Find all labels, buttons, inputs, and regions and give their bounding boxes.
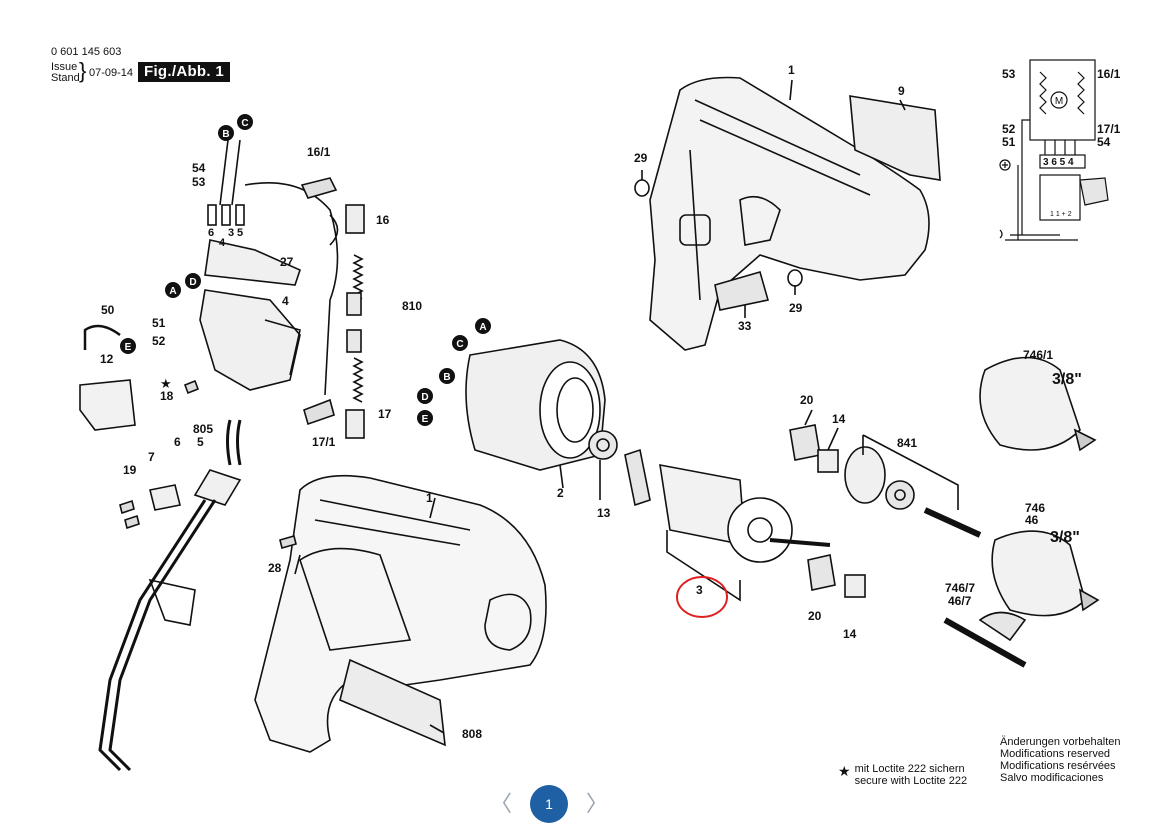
modifications-note: Änderungen vorbehalten Modifications res… — [1000, 736, 1120, 784]
label-part-52: 52 — [152, 334, 166, 348]
loctite-note-line1: mit Loctite 222 sichern — [854, 763, 965, 775]
label-part-13: 13 — [597, 506, 611, 520]
motor-symbol: M — [1055, 96, 1063, 107]
label-part-29-b: 29 — [789, 301, 803, 315]
label-part-14: 14 — [832, 412, 846, 426]
circle-letter-d-2: D — [421, 392, 428, 403]
loctite-note-line2: secure with Loctite 222 — [854, 775, 968, 787]
modifications-es: Salvo modificaciones — [1000, 772, 1104, 784]
issue-date: 07-09-14 — [89, 67, 134, 79]
wiring-terminals: 3 6 5 4 — [1043, 157, 1074, 168]
label-part-46-7: 46/7 — [948, 594, 972, 608]
label-part-20-b: 20 — [808, 609, 822, 623]
label-part-17: 17 — [378, 407, 392, 421]
label-part-746-1: 746/1 — [1023, 348, 1053, 362]
chuck-size-lower: 3/8" — [1050, 529, 1080, 546]
label-part-1-upper: 1 — [788, 63, 795, 77]
part-number: 0 601 145 603 — [51, 46, 122, 58]
chuck-size-upper: 3/8" — [1052, 371, 1082, 388]
switch-terminal-5: 5 — [237, 227, 243, 239]
switch-terminal-4: 4 — [219, 237, 226, 249]
label-part-1-lower: 1 — [426, 491, 433, 505]
label-part-29: 29 — [634, 151, 648, 165]
circle-letter-a: A — [169, 286, 176, 297]
label-part-53: 53 — [192, 175, 206, 189]
label-part-17-1: 17/1 — [312, 435, 336, 449]
circle-letter-a-2: A — [479, 322, 486, 333]
wiring-label-54: 54 — [1097, 135, 1111, 149]
page-1-button[interactable]: 1 — [530, 785, 569, 823]
loctite-star-icon: ★ — [160, 376, 172, 391]
wiring-label-17-1: 17/1 — [1097, 122, 1121, 136]
label-part-14-b: 14 — [843, 627, 857, 641]
highlight-circle — [676, 576, 728, 618]
wiring-label-53: 53 — [1002, 67, 1016, 81]
label-part-3: 3 — [696, 583, 703, 597]
label-part-16-1: 16/1 — [307, 145, 331, 159]
wiring-label-51: 51 — [1002, 135, 1016, 149]
circle-letters: B C A D E A C B D E — [120, 114, 491, 426]
label-part-2: 2 — [557, 486, 564, 500]
next-page-icon[interactable]: 〉 — [586, 791, 609, 816]
switch-terminal-3: 3 — [228, 227, 234, 239]
label-part-33: 33 — [738, 319, 752, 333]
modifications-de: Änderungen vorbehalten — [1000, 736, 1121, 748]
circle-letter-c: C — [241, 118, 248, 129]
label-part-805: 805 — [193, 422, 213, 436]
pagination: 〈 1 〉 — [490, 785, 608, 823]
modifications-fr: Modifications resérvées — [1000, 760, 1116, 772]
circle-letter-c-2: C — [456, 339, 463, 350]
label-part-841: 841 — [897, 436, 917, 450]
wiring-label-52: 52 — [1002, 122, 1016, 136]
loctite-note: ★ mit Loctite 222 sichern secure with Lo… — [838, 763, 967, 787]
label-part-19: 19 — [123, 463, 137, 477]
circle-letter-b-2: B — [443, 372, 450, 383]
stand-label: Stand — [51, 72, 80, 84]
label-part-27: 27 — [280, 255, 294, 269]
star-icon: ★ — [838, 763, 851, 779]
label-part-808: 808 — [462, 727, 482, 741]
wiring-switch-marks: 1 1 + 2 — [1050, 211, 1072, 218]
label-part-4: 4 — [282, 294, 289, 308]
label-part-51: 51 — [152, 316, 166, 330]
circle-letter-e: E — [125, 342, 132, 353]
label-part-18: 18 — [160, 389, 174, 403]
prev-page-icon[interactable]: 〈 — [490, 791, 513, 816]
label-part-46: 46 — [1025, 513, 1039, 527]
modifications-en: Modifications reserved — [1000, 748, 1111, 760]
label-part-9: 9 — [898, 84, 905, 98]
label-part-7: 7 — [148, 450, 155, 464]
circle-letter-b: B — [222, 129, 229, 140]
circle-letter-d: D — [189, 277, 196, 288]
issue-label: Issue — [51, 61, 78, 73]
label-part-54: 54 — [192, 161, 206, 175]
label-part-746-7: 746/7 — [945, 581, 975, 595]
label-part-810: 810 — [402, 299, 422, 313]
label-part-12: 12 — [100, 352, 114, 366]
label-part-746: 746 — [1025, 501, 1045, 515]
label-part-50: 50 — [101, 303, 115, 317]
switch-terminal-6: 6 — [208, 227, 214, 239]
label-part-16: 16 — [376, 213, 390, 227]
figure-label: Fig./Abb. 1 — [138, 62, 230, 82]
label-part-28: 28 — [268, 561, 282, 575]
label-part-20: 20 — [800, 393, 814, 407]
brace: } — [79, 58, 87, 83]
circle-letter-e-2: E — [422, 414, 429, 425]
label-part-6: 6 — [174, 435, 181, 449]
wiring-diagram: M 3 6 5 4 1 1 + 2 53 16/1 52 17/1 51 54 — [999, 59, 1121, 241]
label-part-5: 5 — [197, 435, 204, 449]
wiring-label-16-1: 16/1 — [1097, 67, 1121, 81]
